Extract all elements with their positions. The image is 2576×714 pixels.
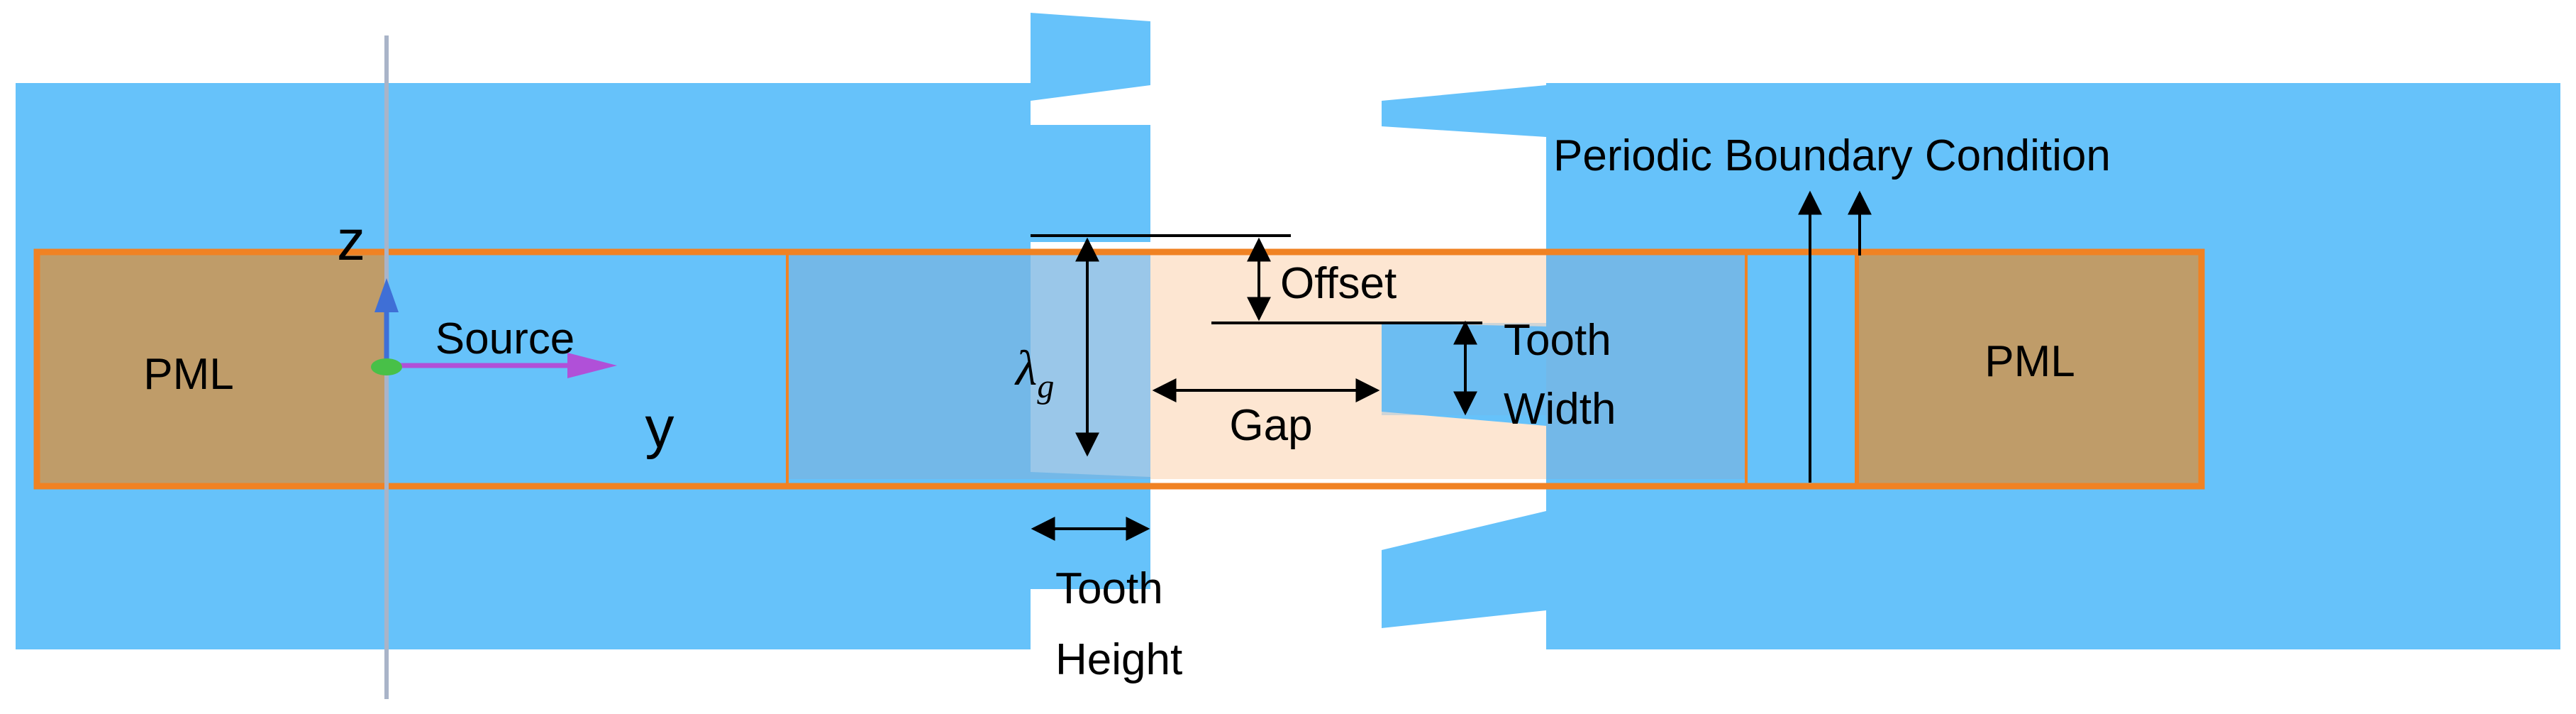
tooth-height-label-line2: Height xyxy=(1055,635,1182,684)
coordinate-axes xyxy=(371,278,617,378)
lambda-symbol: λ xyxy=(1014,341,1037,396)
lambda-g-label: λg xyxy=(1014,341,1054,405)
tooth-width-label-line1: Tooth xyxy=(1504,316,1611,365)
axis-z-label: z xyxy=(337,209,365,272)
pml-right-label: PML xyxy=(1984,337,2075,386)
pml-left-region xyxy=(37,252,387,486)
unit-cell-overlay-left xyxy=(787,252,1150,479)
z-axis-arrowhead xyxy=(374,278,399,312)
tooth-width-label-line2: Width xyxy=(1504,385,1616,434)
source-label: Source xyxy=(435,314,574,363)
unit-cell-overlay-right xyxy=(1546,252,1746,479)
y-axis-arrowhead xyxy=(567,353,617,378)
lambda-subscript: g xyxy=(1037,368,1054,405)
pml-right-region xyxy=(1857,252,2202,486)
gap-label: Gap xyxy=(1229,401,1312,450)
pml-left-label: PML xyxy=(143,350,233,399)
axis-y-label: y xyxy=(645,395,674,460)
origin-marker xyxy=(371,358,402,375)
offset-label: Offset xyxy=(1280,259,1397,308)
tooth-height-label-line1: Tooth xyxy=(1055,564,1163,613)
top-tooth-left xyxy=(1031,13,1150,101)
periodic-boundary-label: Periodic Boundary Condition xyxy=(1553,131,2111,180)
simulation-boundary xyxy=(33,248,2205,490)
